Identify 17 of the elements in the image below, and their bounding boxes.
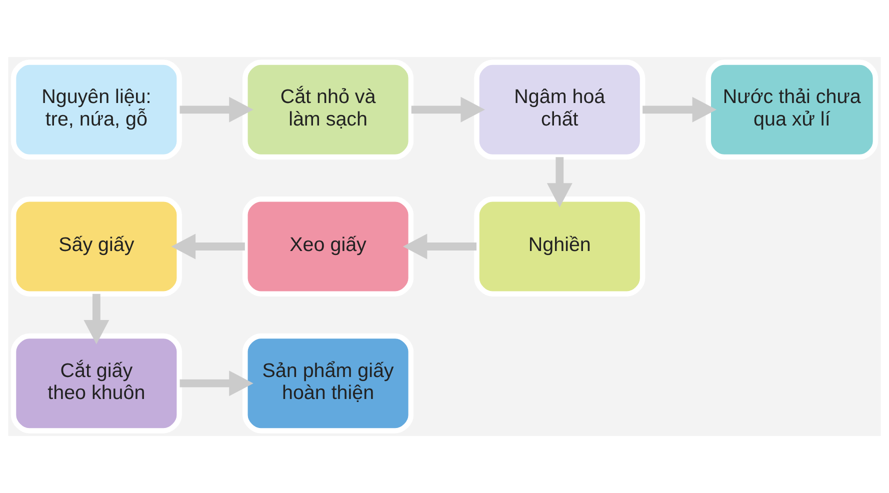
arrow bbox=[411, 96, 485, 122]
node-box: Nghiền bbox=[474, 196, 646, 296]
node-box: Cắt giấy theo khuôn bbox=[10, 333, 182, 434]
node-box: Sấy giấy bbox=[10, 196, 182, 296]
arrow bbox=[180, 370, 254, 396]
node-box: Nước thải chưa qua xử lí bbox=[706, 60, 878, 160]
node-box: Sản phẩm giấy hoàn thiện bbox=[242, 333, 414, 434]
arrow bbox=[642, 96, 717, 122]
arrow bbox=[402, 234, 476, 260]
arrow bbox=[171, 234, 245, 260]
arrow bbox=[546, 157, 572, 208]
node-box: Cắt nhỏ và làm sạch bbox=[242, 60, 414, 160]
node-box: Ngâm hoá chất bbox=[474, 60, 646, 160]
arrow bbox=[180, 96, 254, 122]
arrow bbox=[84, 294, 110, 344]
node-box: Xeo giấy bbox=[242, 196, 414, 296]
node-box: Nguyên liệu: tre, nứa, gỗ bbox=[10, 60, 182, 160]
